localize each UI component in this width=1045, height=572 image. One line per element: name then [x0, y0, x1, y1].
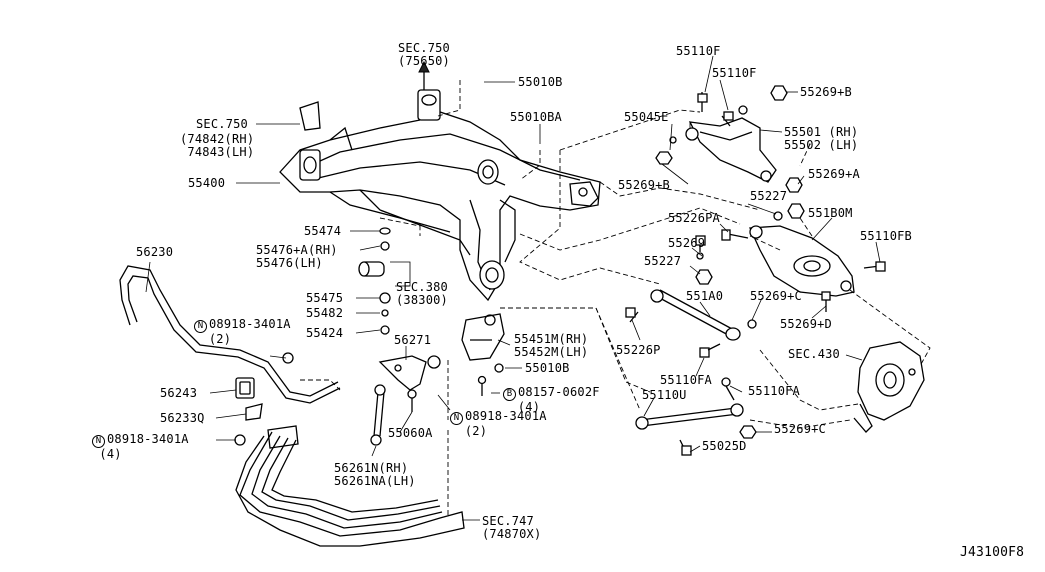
- label-55424: 55424: [306, 326, 344, 340]
- label-55400: 55400: [188, 176, 226, 190]
- label-55110f-a: 55110F: [676, 44, 721, 58]
- label-55226p: 55226P: [616, 343, 661, 357]
- label-55010ba: 55010BA: [510, 110, 562, 124]
- label-55110fb: 55110FB: [860, 229, 912, 243]
- label-55269d: 55269+D: [780, 317, 832, 331]
- label-sec380: SEC.380 (38300): [396, 280, 448, 307]
- label-55269a: 55269+A: [808, 167, 860, 181]
- label-55501: 55501 (RH) 55502 (LH): [784, 125, 859, 152]
- label-08157-text: 08157-0602F (4): [517, 385, 600, 414]
- link-55110u-drawing: [635, 377, 757, 456]
- stabilizer-bar-drawing: [119, 265, 341, 446]
- label-08918-a-text: 08918-3401A (2): [208, 317, 291, 346]
- label-56261: 56261N(RH) 56261NA(LH): [334, 461, 416, 488]
- diagram-id: J43100F8: [960, 545, 1025, 560]
- label-55010b-top: 55010B: [518, 75, 563, 89]
- leader-lines: [145, 55, 881, 521]
- label-56271: 56271: [394, 333, 432, 347]
- knuckle-drawing: [853, 341, 925, 433]
- subframe-drawing: [279, 89, 601, 302]
- label-55110f-b: 55110F: [712, 66, 757, 80]
- label-55110fa-b: 55110FA: [748, 384, 800, 398]
- mount-parts-drawing: [358, 227, 411, 335]
- label-56230: 56230: [136, 245, 174, 259]
- dashed-lines: [300, 80, 931, 516]
- label-55110u: 55110U: [642, 388, 687, 402]
- label-55060a: 55060A: [388, 426, 433, 440]
- label-55269: 55269: [668, 236, 706, 250]
- label-55226pa: 55226PA: [668, 211, 720, 225]
- label-55269b-mid: 55269+B: [618, 178, 670, 192]
- label-sec430: SEC.430: [788, 347, 840, 361]
- label-551b0m: 551B0M: [808, 206, 853, 220]
- label-55045e: 55045E: [624, 110, 669, 124]
- label-55227-a: 55227: [750, 189, 788, 203]
- label-55476: 55476+A(RH) 55476(LH): [256, 243, 338, 270]
- label-55010b-mid: 55010B: [525, 361, 570, 375]
- bracket-link-drawing: [370, 313, 505, 446]
- label-55025d: 55025D: [702, 439, 747, 453]
- label-sec750-left: SEC.750: [196, 117, 248, 131]
- arrow-up: [418, 60, 430, 90]
- label-55269c-a: 55269+C: [750, 289, 802, 303]
- label-55451: 55451M(RH) 55452M(LH): [514, 332, 589, 359]
- label-sec747: SEC.747 (74870X): [482, 514, 542, 541]
- label-55475: 55475: [306, 291, 344, 305]
- label-08918-c-text: 08918-3401A (4): [99, 432, 189, 461]
- label-74842: (74842(RH) 74843(LH): [180, 132, 255, 159]
- label-551a0: 551A0: [686, 289, 724, 303]
- lower-arm-drawing: [721, 203, 886, 312]
- label-55110fa-a: 55110FA: [660, 373, 712, 387]
- label-55482: 55482: [306, 306, 344, 320]
- upper-arm-drawing: [655, 85, 803, 193]
- label-55474: 55474: [304, 224, 342, 238]
- label-sec750-top: SEC.750 (75650): [398, 41, 450, 68]
- label-56243: 56243: [160, 386, 198, 400]
- label-55269b-top: 55269+B: [800, 85, 852, 99]
- label-55227-b: 55227: [644, 254, 682, 268]
- label-56233q: 56233Q: [160, 411, 205, 425]
- label-55269c-b: 55269+C: [774, 422, 826, 436]
- label-08918-b-text: 08918-3401A (2): [464, 409, 547, 438]
